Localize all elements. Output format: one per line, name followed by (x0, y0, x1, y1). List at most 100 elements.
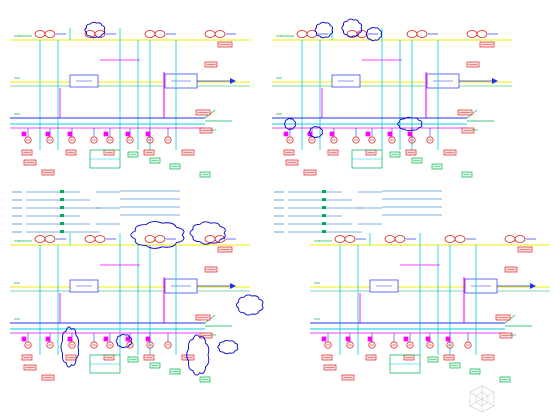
valve-fitting (103, 131, 109, 137)
valve-fitting (125, 336, 131, 342)
cooling-unit-symbol (154, 235, 166, 243)
cooling-unit-symbol (444, 235, 456, 243)
flow-arrow (230, 283, 236, 289)
cooling-unit-symbol (306, 30, 318, 38)
cooling-unit-symbol (416, 30, 428, 38)
valve-fitting (125, 131, 131, 137)
watermark-logo (468, 384, 542, 417)
cooling-unit-symbol (296, 30, 308, 38)
cooling-unit-symbol (34, 30, 46, 38)
revision-cloud (236, 294, 264, 316)
pump-symbol (126, 136, 134, 144)
pump-symbol (106, 341, 114, 349)
valve-fitting (425, 336, 431, 342)
valve-fitting (145, 131, 151, 137)
pump-symbol (426, 341, 434, 349)
valve-fitting (283, 131, 289, 137)
sphere-logo-icon (469, 385, 495, 413)
schematic-panel-bottom-right (310, 233, 550, 383)
pump-symbol (24, 136, 32, 144)
cooling-unit-symbol (466, 30, 478, 38)
cooling-unit-symbol (144, 235, 156, 243)
cooling-unit-symbol (384, 235, 396, 243)
cooling-unit-symbol (214, 30, 226, 38)
revision-cloud (186, 334, 210, 376)
legend-swatch (60, 222, 64, 225)
cooling-unit-symbol (154, 30, 166, 38)
valve-fitting (367, 336, 373, 342)
pump-symbol (426, 136, 434, 144)
legend-swatch (60, 230, 64, 233)
pump-symbol (146, 341, 154, 349)
pump-symbol (308, 136, 316, 144)
cooling-unit-symbol (94, 30, 106, 38)
schematic-panel-top-left (10, 21, 250, 233)
revision-cloud (397, 116, 423, 132)
cooling-unit-symbol (204, 235, 216, 243)
pump-symbol (368, 136, 376, 144)
cooling-unit-symbol (344, 235, 356, 243)
pump-symbol (346, 341, 354, 349)
pump-symbol (46, 341, 54, 349)
cooling-unit-symbol (476, 30, 488, 38)
revision-cloud (341, 18, 363, 38)
legend-swatch (60, 206, 64, 209)
pump-symbol (90, 136, 98, 144)
cooling-unit-symbol (84, 235, 96, 243)
legend-swatch (60, 214, 64, 217)
schematic-panel-bottom-left (10, 221, 264, 383)
pump-symbol (164, 136, 172, 144)
pump-symbol (90, 341, 98, 349)
cooling-unit-symbol (334, 235, 346, 243)
pump-symbol (24, 341, 32, 349)
revision-cloud (314, 21, 334, 39)
revision-cloud (60, 326, 80, 368)
flow-arrow (530, 283, 536, 289)
cooling-unit-symbol (406, 30, 418, 38)
valve-fitting (145, 336, 151, 342)
revision-cloud (365, 26, 383, 42)
legend-block (274, 190, 442, 233)
cooling-unit-symbol (44, 30, 56, 38)
revision-cloud (283, 117, 296, 131)
pump-symbol (68, 341, 76, 349)
valve-fitting (345, 336, 351, 342)
valve-fitting (445, 336, 451, 342)
pump-symbol (464, 341, 472, 349)
pump-symbol (390, 341, 398, 349)
cooling-unit-symbol (34, 235, 46, 243)
pump-symbol (368, 341, 376, 349)
flow-arrow (230, 78, 236, 84)
valve-fitting (21, 336, 27, 342)
pump-symbol (68, 136, 76, 144)
revision-cloud (115, 333, 133, 349)
legend-swatch (322, 214, 326, 217)
cooling-unit-symbol (144, 30, 156, 38)
revision-cloud (308, 125, 323, 139)
revision-cloud (217, 339, 239, 355)
flow-arrow (492, 78, 498, 84)
pump-symbol (330, 136, 338, 144)
pump-symbol (406, 341, 414, 349)
pump-symbol (324, 341, 332, 349)
valve-fitting (21, 131, 27, 137)
legend-swatch (322, 190, 326, 193)
cooling-unit-symbol (44, 235, 56, 243)
pump-symbol (446, 341, 454, 349)
pump-symbol (388, 136, 396, 144)
legend-block (12, 190, 180, 233)
revision-cloud (189, 221, 226, 245)
cooling-unit-symbol (214, 235, 226, 243)
valve-fitting (103, 336, 109, 342)
pump-symbol (106, 136, 114, 144)
schematic-panel-top-right (272, 18, 512, 233)
valve-fitting (407, 131, 413, 137)
cooling-unit-symbol (454, 235, 466, 243)
legend-swatch (322, 206, 326, 209)
pump-symbol (408, 136, 416, 144)
cooling-unit-symbol (94, 235, 106, 243)
pump-symbol (352, 136, 360, 144)
valve-fitting (67, 336, 73, 342)
cooling-unit-symbol (204, 30, 216, 38)
